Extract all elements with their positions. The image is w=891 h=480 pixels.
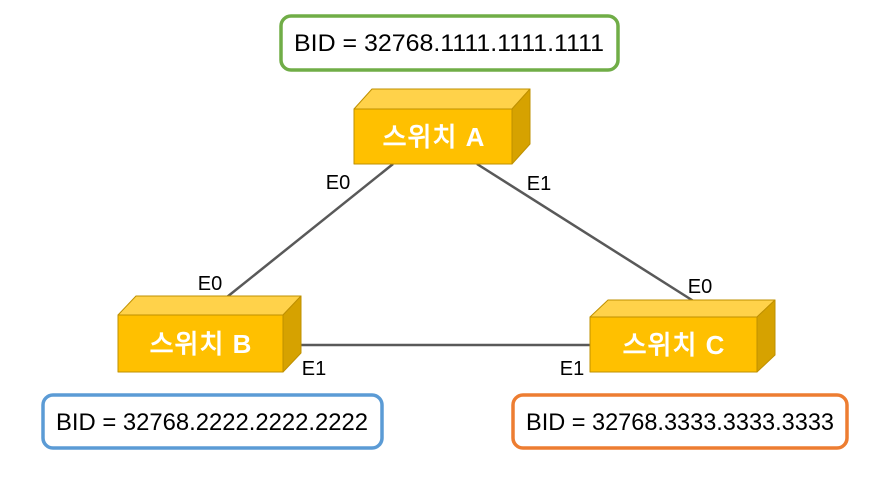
bid-box-switch-b xyxy=(41,393,384,450)
port-label-switch-a-e0: E0 xyxy=(326,172,350,194)
port-label-switch-a-e1: E1 xyxy=(527,173,551,195)
port-label-switch-c-e0: E0 xyxy=(688,276,712,298)
port-label-switch-c-e1: E1 xyxy=(560,358,584,380)
switch-b-cube-top-face xyxy=(117,295,302,316)
link-switch-a-to-b xyxy=(221,163,394,302)
switch-b-label: 스위치 B xyxy=(150,329,253,359)
bid-box-switch-a xyxy=(279,14,620,72)
switch-c-cube-top-face xyxy=(589,299,776,318)
port-label-switch-b-e0: E0 xyxy=(198,273,222,295)
switch-c-node: 스위치 C xyxy=(589,299,776,373)
bid-text-switch-c: BID = 32768.3333.3333.3333 xyxy=(526,409,834,436)
bid-callout-switch-b: BID = 32768.2222.2222.2222 xyxy=(41,393,384,450)
switch-a-cube-front-face xyxy=(353,108,513,165)
bid-text-switch-a: BID = 32768.1111.1111.1111 xyxy=(294,30,604,57)
link-lines xyxy=(221,162,696,347)
bid-text-switch-b: BID = 32768.2222.2222.2222 xyxy=(56,409,368,436)
switch-c-label: 스위치 C xyxy=(623,330,726,360)
bid-callout-switch-c: BID = 32768.3333.3333.3333 xyxy=(511,393,849,450)
link-switch-a-to-c xyxy=(476,162,696,304)
switch-c-cube-front-face xyxy=(589,316,758,373)
switch-b-node: 스위치 B xyxy=(117,295,302,373)
switch-a-label: 스위치 A xyxy=(383,122,486,152)
bid-callout-switch-a: BID = 32768.1111.1111.1111 xyxy=(279,14,620,72)
port-labels: E0 E1 E0 E1 E0 E1 xyxy=(198,172,712,380)
switch-a-node: 스위치 A xyxy=(353,88,531,165)
switch-b-cube-front-face xyxy=(117,314,284,373)
switch-a-cube-top-face xyxy=(353,88,531,110)
bid-box-switch-c xyxy=(511,393,849,450)
port-label-switch-b-e1: E1 xyxy=(302,358,326,380)
